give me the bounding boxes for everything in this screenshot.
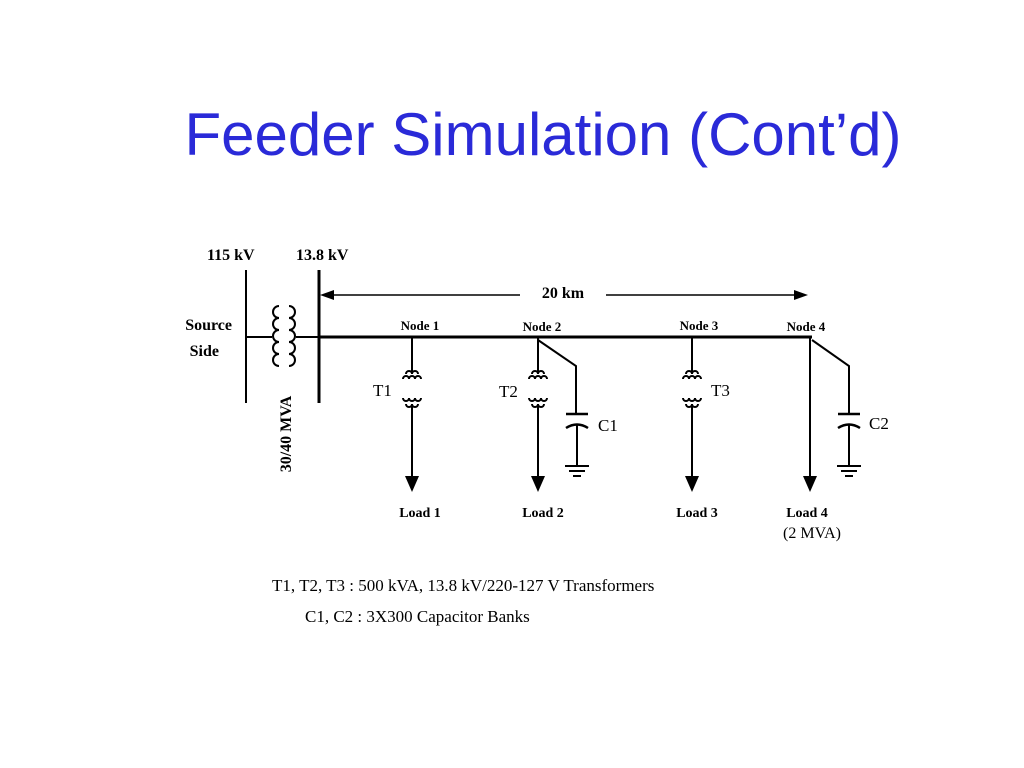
t1-upper-coil bbox=[405, 370, 419, 375]
legend-transformers: T1, T2, T3 : 500 kVA, 13.8 kV/220-127 V … bbox=[272, 576, 654, 595]
load4-arrow bbox=[803, 476, 817, 492]
load2-label: Load 2 bbox=[522, 506, 564, 521]
t3-upper-coil bbox=[685, 370, 699, 375]
source-label-line1: Source bbox=[185, 317, 232, 334]
distance-label: 20 km bbox=[542, 285, 585, 302]
load1-label: Load 1 bbox=[399, 506, 441, 521]
t1-lower-coil bbox=[402, 397, 422, 402]
distance-arrow-right bbox=[794, 290, 808, 300]
t3-lower-coil-2 bbox=[685, 403, 699, 408]
load3-label: Load 3 bbox=[676, 506, 718, 521]
c1-label: C1 bbox=[598, 416, 618, 435]
t1-upper-coil-2 bbox=[402, 375, 422, 380]
node3-label: Node 3 bbox=[680, 318, 719, 333]
lv-voltage-label: 13.8 kV bbox=[296, 247, 349, 264]
node2-label: Node 2 bbox=[523, 319, 562, 334]
c2-feed-line bbox=[811, 339, 850, 414]
c1-plate-bottom bbox=[565, 423, 589, 430]
load4-rating: (2 MVA) bbox=[783, 525, 841, 542]
t1-lower-coil-2 bbox=[405, 403, 419, 408]
t2-upper-coil bbox=[531, 370, 545, 375]
c2-plate-bottom bbox=[837, 423, 861, 430]
source-label-line2: Side bbox=[190, 343, 219, 360]
t3-lower-coil bbox=[682, 397, 702, 402]
t2-lower-coil-2 bbox=[531, 403, 545, 408]
c2-label: C2 bbox=[869, 414, 889, 433]
load4-label: Load 4 bbox=[786, 506, 828, 521]
main-transformer-secondary-coil bbox=[288, 305, 296, 367]
t1-label: T1 bbox=[373, 381, 392, 400]
load1-arrow bbox=[405, 476, 419, 492]
t3-upper-coil-2 bbox=[682, 375, 702, 380]
main-transformer-primary-coil bbox=[272, 305, 280, 367]
t2-lower-coil bbox=[528, 397, 548, 402]
load3-arrow bbox=[685, 476, 699, 492]
load2-arrow bbox=[531, 476, 545, 492]
c1-feed-line bbox=[537, 339, 577, 414]
t2-label: T2 bbox=[499, 382, 518, 401]
t3-label: T3 bbox=[711, 381, 730, 400]
transformer-rating-label: 30/40 MVA bbox=[278, 395, 295, 472]
t2-upper-coil-2 bbox=[528, 375, 548, 380]
legend-capacitors: C1, C2 : 3X300 Capacitor Banks bbox=[305, 607, 530, 626]
node1-label: Node 1 bbox=[401, 318, 440, 333]
distance-arrow-left bbox=[320, 290, 334, 300]
node4-label: Node 4 bbox=[787, 319, 826, 334]
slide-title: Feeder Simulation (Cont’d) bbox=[184, 101, 902, 168]
hv-voltage-label: 115 kV bbox=[207, 247, 255, 264]
